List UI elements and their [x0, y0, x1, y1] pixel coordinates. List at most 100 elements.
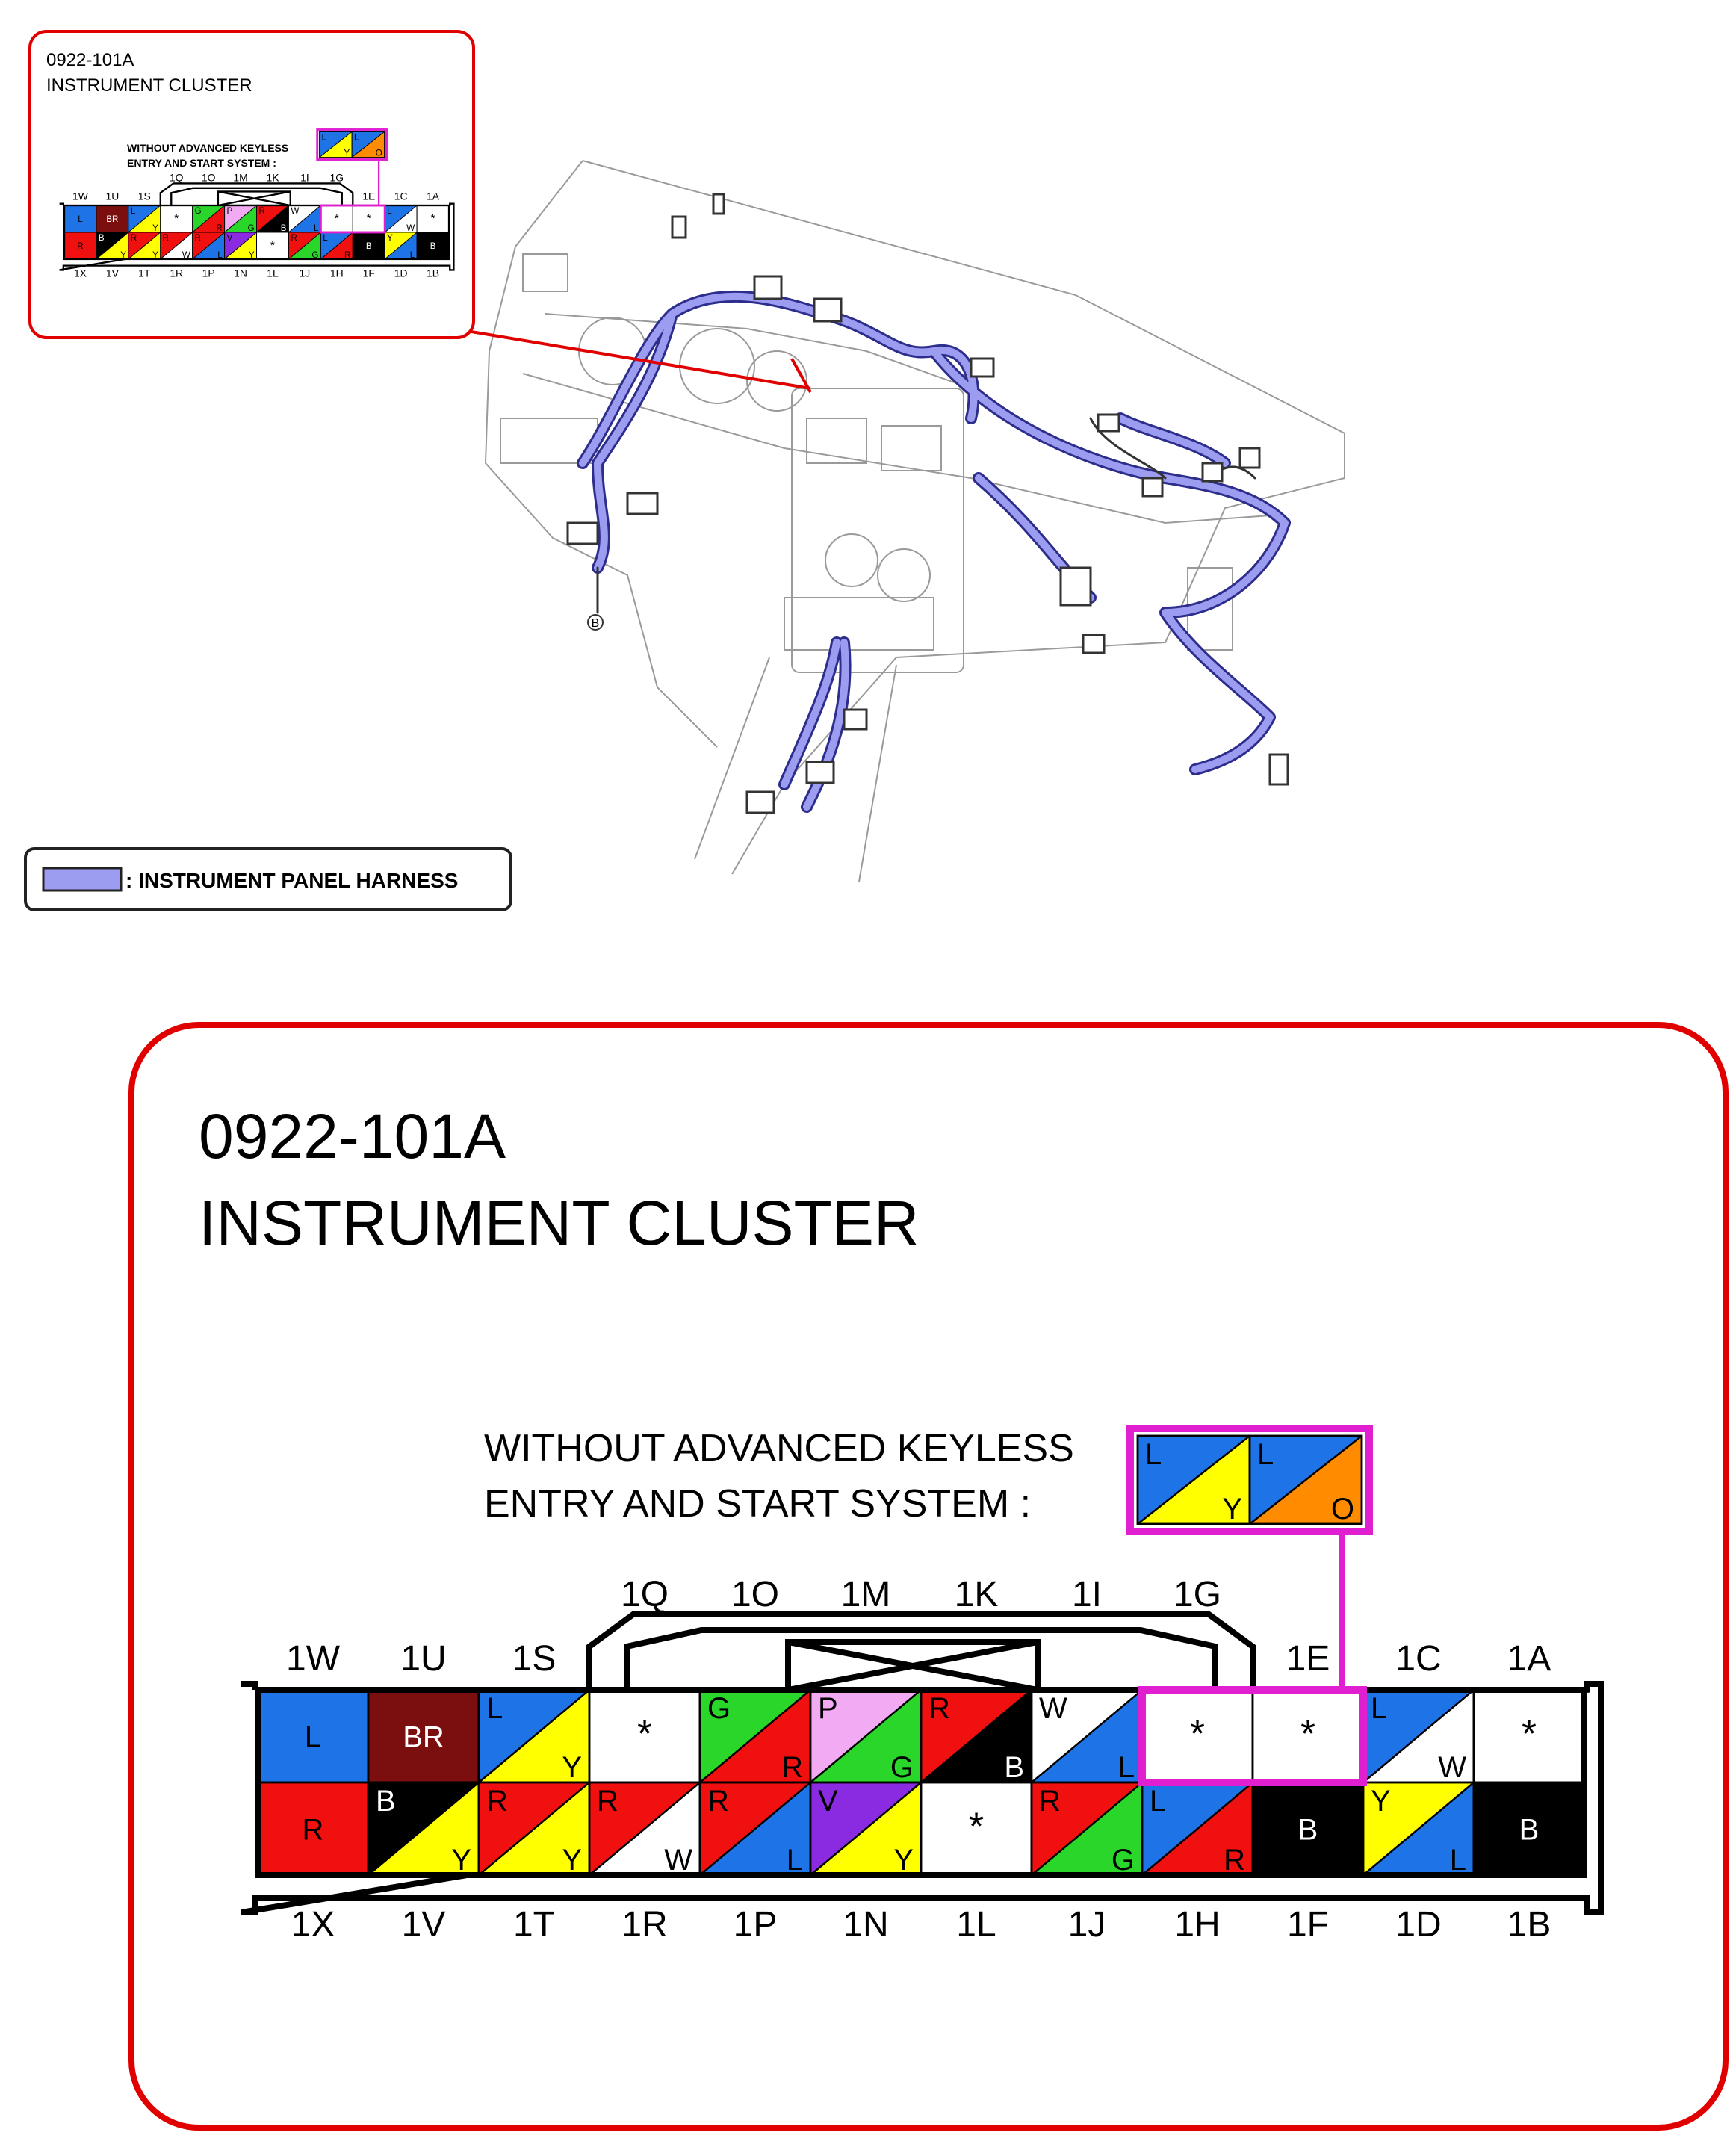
pin-label-bottom: 1B — [1507, 1905, 1551, 1945]
alternate-pin-2: LO — [1248, 1434, 1363, 1525]
pin-cell-1D: YL — [384, 232, 418, 260]
pin-color-code: L — [305, 1720, 321, 1753]
pin-label-top: 1I — [300, 172, 309, 184]
pin-color-code-primary: R — [486, 1785, 508, 1818]
pin-label-bottom: 1B — [427, 267, 439, 279]
pin-label-top: 1Q — [170, 172, 184, 184]
pin-color-code-secondary: B — [281, 223, 287, 233]
pin-color-code-primary: B — [99, 233, 105, 243]
pin-label-bottom: 1T — [513, 1905, 555, 1945]
pin-color-code-primary: P — [227, 206, 233, 216]
pin-label-top: 1U — [105, 190, 119, 202]
pin-cell-1V: BY — [367, 1781, 480, 1877]
pin-color-code-secondary: Y — [562, 1751, 582, 1784]
pin-cell-1J: RG — [1030, 1781, 1144, 1877]
pin-label-top: 1S — [512, 1639, 556, 1679]
pin-color-code-primary: L — [1371, 1692, 1387, 1725]
callout-leader-line — [466, 329, 811, 390]
pin-color-code-primary: B — [376, 1785, 396, 1818]
pin-color-code-secondary: Y — [1222, 1493, 1242, 1525]
pin-color-code: L — [78, 214, 83, 224]
pin-color-code-secondary: Y — [249, 250, 255, 260]
component-title: INSTRUMENT CLUSTER — [199, 1188, 920, 1258]
pin-cell-1U: BR — [367, 1688, 480, 1784]
large-callout: 0922-101A INSTRUMENT CLUSTER WITHOUT ADV… — [128, 1022, 1729, 2131]
pin-label-top: 1A — [427, 190, 440, 202]
pin-cell-1I: WL — [288, 205, 321, 233]
pin-cell-1B: B — [416, 232, 450, 260]
pin-color-code-primary: V — [818, 1785, 838, 1818]
pin-color-code: * — [969, 1805, 984, 1848]
pin-color-code-primary: Y — [1371, 1785, 1391, 1818]
pin-cell-1E: * — [352, 205, 385, 233]
pin-label-bottom: 1J — [300, 267, 311, 279]
small-note-line2: ENTRY AND START SYSTEM : — [127, 157, 276, 169]
small-note-line1: WITHOUT ADVANCED KEYLESS — [127, 142, 288, 154]
pin-color-code: BR — [403, 1720, 444, 1753]
pin-color-code: * — [367, 212, 371, 225]
pin-label-top: 1G — [1174, 1575, 1221, 1614]
pin-color-code-secondary: R — [344, 250, 350, 260]
pin-label-bottom: 1P — [734, 1905, 778, 1945]
pin-label-top: 1C — [394, 190, 408, 202]
pin-color-code-primary: R — [1039, 1785, 1061, 1818]
pin-color-code-secondary: Y — [152, 223, 158, 233]
pin-cell-1T: RY — [128, 232, 161, 260]
pin-label-top: 1M — [841, 1575, 891, 1614]
pin-color-code-primary: L — [1257, 1438, 1274, 1471]
pin-label-top: 1Q — [621, 1575, 669, 1614]
pin-color-code-secondary: Y — [152, 250, 158, 260]
note-line2: ENTRY AND START SYSTEM : — [484, 1482, 1031, 1525]
pin-color-code-primary: Y — [387, 233, 393, 243]
pin-cell-1F: B — [352, 232, 385, 260]
small-title: INSTRUMENT CLUSTER — [46, 75, 252, 96]
legend-label: : INSTRUMENT PANEL HARNESS — [125, 869, 458, 892]
pin-color-code-secondary: Y — [344, 149, 350, 158]
alternate-pin-2: LO — [351, 131, 385, 158]
alternate-pin-1: LY — [1136, 1434, 1251, 1525]
pin-color-code-primary: R — [291, 233, 297, 243]
legend-frame — [24, 847, 512, 911]
connector-latch — [586, 1611, 1256, 1690]
pin-color-code-primary: V — [227, 233, 233, 243]
pin-color-code-primary: P — [818, 1692, 838, 1725]
pin-color-code-secondary: Y — [562, 1844, 582, 1877]
pin-cell-1K: RB — [920, 1688, 1033, 1784]
pin-cell-1O: GR — [698, 1688, 812, 1784]
pin-label-top: 1I — [1072, 1575, 1102, 1614]
pin-label-bottom: 1N — [843, 1905, 888, 1945]
pin-cell-1S: LY — [128, 205, 161, 233]
pin-color-code-secondary: R — [1224, 1844, 1245, 1877]
pin-cell-1N: VY — [809, 1781, 923, 1877]
harness-color-swatch — [42, 867, 123, 892]
ground-marker — [587, 614, 604, 631]
pin-cell-1B: B — [1472, 1781, 1586, 1877]
pin-cell-1L: * — [920, 1781, 1033, 1877]
pin-color-code: BR — [106, 214, 118, 224]
pin-color-code-primary: L — [354, 132, 359, 142]
pin-color-code-primary: R — [195, 233, 201, 243]
pin-color-code-secondary: W — [182, 250, 190, 260]
pin-color-code-secondary: L — [1118, 1751, 1135, 1784]
pin-color-code-primary: W — [291, 206, 299, 216]
pin-cell-1A: * — [1472, 1688, 1586, 1784]
pin-label-bottom: 1V — [106, 267, 120, 279]
small-callout: 0922-101A INSTRUMENT CLUSTER WITHOUT ADV… — [28, 30, 475, 339]
pin-cell-1W: L — [256, 1688, 370, 1784]
pin-label-bottom: 1L — [956, 1905, 996, 1945]
legend: : INSTRUMENT PANEL HARNESS — [24, 847, 512, 911]
ground-marker-label: B — [592, 617, 600, 630]
pin-cell-1Q: * — [588, 1688, 701, 1784]
pin-color-code-secondary: W — [406, 223, 415, 233]
pin-color-code: * — [335, 212, 339, 225]
pin-label-top: 1S — [138, 190, 151, 202]
pin-label-bottom: 1D — [394, 267, 408, 279]
pin-cell-1H: LR — [1141, 1781, 1254, 1877]
pin-color-code: R — [303, 1813, 324, 1846]
pin-color-code-primary: L — [322, 132, 327, 142]
pin-color-code-secondary: R — [216, 223, 222, 233]
pin-cell-1H: LR — [320, 232, 353, 260]
pin-color-code: * — [174, 212, 179, 225]
pin-color-code-primary: G — [195, 206, 202, 216]
